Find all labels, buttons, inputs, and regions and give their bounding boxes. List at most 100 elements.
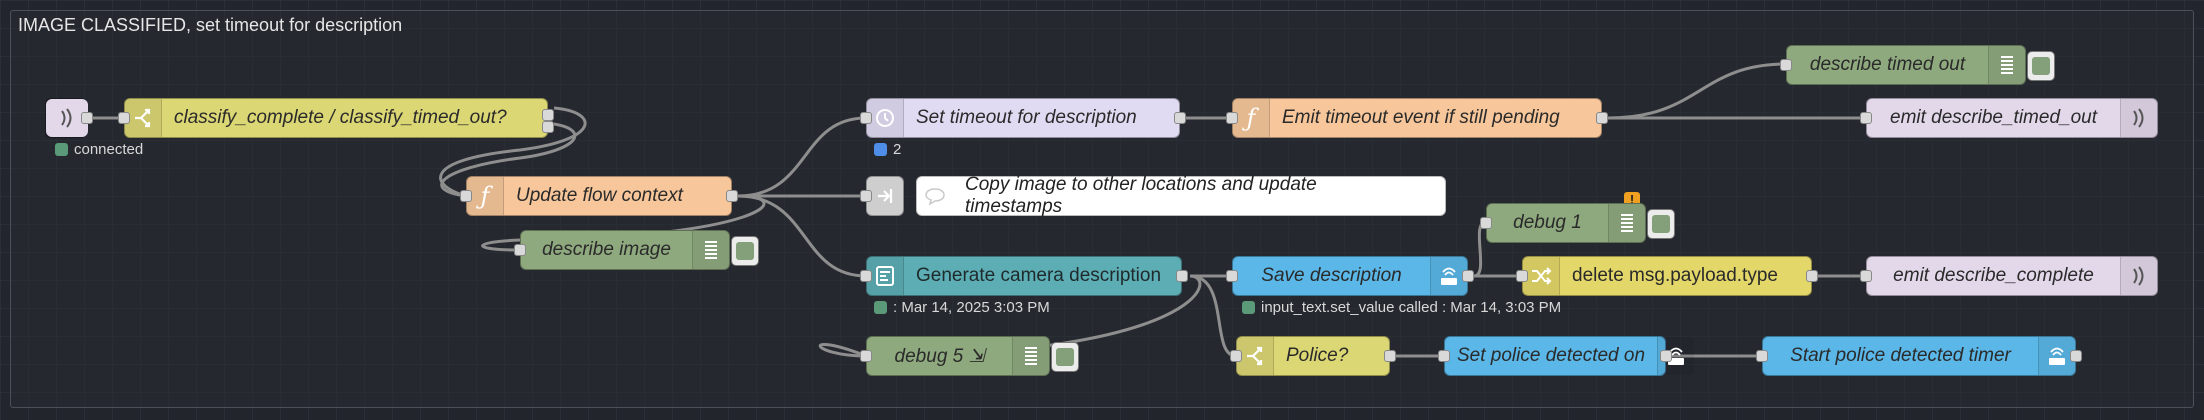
status-text: 2 [893,141,902,158]
output-port-2[interactable] [542,121,554,133]
status-dot [874,143,887,156]
link-out-node[interactable] [860,176,905,216]
output-port[interactable] [1462,270,1474,282]
set-police-detected-node[interactable]: Set police detected on [1438,336,1695,376]
input-port[interactable] [1516,270,1528,282]
output-port[interactable] [1806,270,1818,282]
wire [1189,274,1237,358]
input-port[interactable] [1230,350,1242,362]
function-icon: ƒ [1233,99,1270,137]
wire [1607,62,1787,120]
status-text: input_text.set_value called : Mar 14, 3:… [1261,299,1562,316]
wire [440,122,577,198]
debug-toggle[interactable] [731,236,759,266]
input-port[interactable] [1860,270,1872,282]
status-dot [874,301,887,314]
node-label: Emit timeout event if still pending [1282,107,1560,128]
node-label: classify_complete / classify_timed_out? [174,107,507,128]
emit-describe-timed-out-node[interactable]: emit describe_timed_out [1860,98,2158,138]
output-port[interactable] [1384,350,1396,362]
node-label: Save description [1261,265,1402,286]
group-label: IMAGE CLASSIFIED, set timeout for descri… [18,15,403,35]
node-label: debug 1 [1513,212,1582,233]
output-port[interactable] [726,190,738,202]
node-label: Police? [1286,345,1349,366]
node-label: emit describe_timed_out [1890,107,2097,128]
police-switch-node[interactable]: Police? [1230,336,1396,376]
output-port[interactable] [81,112,93,124]
save-description-node[interactable]: Save description [1226,256,1474,296]
debug-toggle[interactable] [2027,51,2055,81]
input-port[interactable] [1438,350,1450,362]
output-port-1[interactable] [542,109,554,121]
input-port[interactable] [860,270,872,282]
wire [1473,220,1487,278]
node-label: describe image [542,239,671,260]
event-icon [2120,257,2157,295]
node-label: emit describe_complete [1893,265,2094,286]
status-dot [55,143,68,156]
status-text: : Mar 14, 2025 3:03 PM [893,299,1050,316]
debug-list-icon [692,231,729,269]
generate-camera-description-node[interactable]: Generate camera description [860,256,1188,296]
wire [737,116,867,198]
comment-node[interactable]: Copy image to other locations and update… [916,174,1446,217]
timer-icon [867,99,904,137]
classify-switch-node[interactable]: classify_complete / classify_timed_out? [118,98,554,138]
status-connected: connected [55,141,143,158]
node-label: Generate camera description [916,265,1162,286]
output-port[interactable] [1596,112,1608,124]
event-icon [2120,99,2157,137]
input-port[interactable] [860,112,872,124]
set-timeout-node[interactable]: Set timeout for description [860,98,1186,138]
describe-timed-out-debug-node[interactable]: describe timed out [1780,45,2055,85]
debug-5-node[interactable]: debug 5 ⇲ [860,336,1079,376]
node-label: describe timed out [1809,54,1966,75]
input-port[interactable] [1756,350,1768,362]
node-label: debug 5 ⇲ [894,345,985,367]
output-port[interactable] [2070,350,2082,362]
input-port[interactable] [860,350,872,362]
status-text: connected [74,141,144,158]
start-police-timer-node[interactable]: Start police detected timer [1756,336,2082,376]
debug-toggle[interactable] [1051,342,1079,372]
input-port[interactable] [860,190,872,202]
input-port[interactable] [1226,270,1238,282]
input-port[interactable] [118,112,130,124]
input-port[interactable] [460,190,472,202]
debug-1-node[interactable]: debug 1 [1480,203,1675,243]
node-label: Update flow context [516,185,683,206]
wire [737,194,867,278]
input-port[interactable] [514,244,526,256]
ha-service-icon [2038,337,2075,375]
node-label: Set timeout for description [916,107,1137,128]
function-icon: ƒ [467,177,504,215]
output-port[interactable] [1174,112,1186,124]
output-port[interactable] [1176,270,1188,282]
emit-describe-complete-node[interactable]: emit describe_complete [1860,256,2158,296]
node-label: delete msg.payload.type [1572,265,1778,286]
output-port[interactable] [1660,350,1672,362]
input-port[interactable] [1780,59,1792,71]
shuffle-icon [1523,257,1560,295]
event-input-node[interactable] [45,98,93,138]
llm-icon [867,257,904,295]
switch-icon [1237,337,1274,375]
node-label: Set police detected on [1457,345,1646,366]
debug-list-icon [1608,204,1645,242]
comment-icon [917,177,953,215]
update-flow-context-node[interactable]: ƒ Update flow context [460,176,738,216]
debug-list-icon [1012,337,1049,375]
input-port[interactable] [1860,112,1872,124]
delete-payload-type-node[interactable]: delete msg.payload.type [1516,256,1818,296]
node-label: Start police detected timer [1790,345,2011,366]
status-generate: : Mar 14, 2025 3:03 PM [874,299,1050,316]
status-dot [1242,301,1255,314]
emit-timeout-function-node[interactable]: ƒ Emit timeout event if still pending [1226,98,1608,138]
input-port[interactable] [1226,112,1238,124]
describe-image-debug-node[interactable]: describe image [514,230,759,270]
debug-toggle[interactable] [1647,209,1675,239]
input-port[interactable] [1480,217,1492,229]
ha-service-icon [1430,257,1467,295]
switch-icon [125,99,162,137]
